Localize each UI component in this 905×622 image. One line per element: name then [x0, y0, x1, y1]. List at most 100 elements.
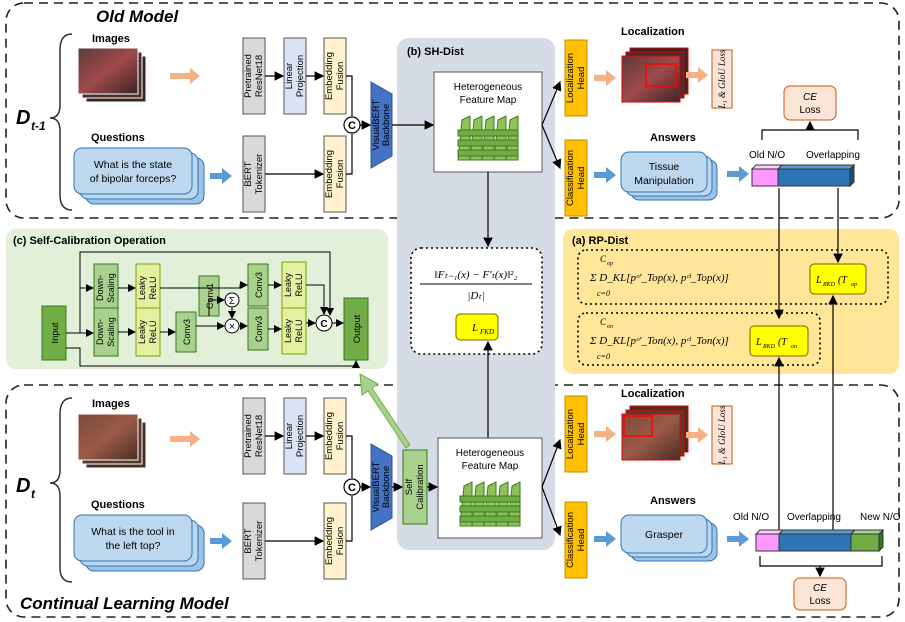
l-fkd-sub: FKD [479, 328, 494, 336]
loc-bbox-old [645, 63, 677, 87]
sc-leaky-4-l2: ReLU [294, 319, 304, 342]
overlapping-label-bottom: Overlapping [787, 512, 841, 523]
cls-head-old-l2: Head [576, 167, 587, 190]
bert-old-l1: BERT [243, 161, 254, 186]
sc-conv3-b-label: Conv3 [254, 272, 264, 298]
shdist-title: (b) SH-Dist [407, 46, 464, 58]
sum-upper-op: C [600, 254, 607, 264]
visualbert-new-l2: Backbone [381, 466, 392, 508]
answer-vector-old [750, 163, 856, 188]
visualbert-new-l1: VisualBERT [371, 461, 382, 512]
images-label-new: Images [92, 398, 130, 410]
old-no-label-top: Old N/O [749, 150, 785, 161]
sc-down-top-l2: Scaling [106, 273, 116, 303]
brace-old [49, 33, 73, 211]
loc-image-old [621, 55, 681, 103]
arrow-img-new [170, 431, 200, 447]
old-no-label-bottom: Old N/O [733, 512, 769, 523]
answers-label-old: Answers [650, 132, 696, 144]
resnet-old-l1: Pretrained [243, 54, 254, 98]
arrow-loc-loss-new [686, 427, 708, 443]
images-label-old: Images [92, 33, 130, 45]
answers-label-new: Answers [650, 495, 696, 507]
sc-leaky-4 [281, 307, 307, 355]
loc-bbox-new [623, 415, 653, 437]
answer-vector-new [754, 528, 885, 553]
sc-leaky-4-l1: Leaky [283, 318, 293, 343]
l-fkd-label: L [471, 322, 478, 334]
sc-output [343, 297, 369, 361]
sum-upper-on-sub: on [607, 324, 613, 330]
sum-lower-on: c=0 [597, 352, 610, 361]
embed-new-q-l1: Embedding [324, 517, 335, 565]
hfm-new-l2: Feature Map [462, 461, 519, 472]
localization-label-new: Localization [621, 388, 685, 400]
question-old-line1: What is the state [94, 159, 172, 171]
answer-new-text: Grasper [645, 529, 683, 541]
sc-leaky-2-l1: Leaky [137, 319, 147, 344]
l-rkd-on-label: L [755, 337, 762, 348]
sc-output-label: Output [352, 314, 363, 343]
line-embed-concat-old-top [346, 75, 353, 116]
feature-cubes-old [457, 115, 519, 161]
arrow-q-new [210, 533, 232, 549]
sc-mult-symbol: × [229, 321, 235, 333]
arrow-q-old [210, 168, 232, 184]
l-rkd-op-box [809, 263, 867, 295]
sc-input-label: Input [50, 322, 61, 343]
l1-giou-loss-new-label: L₁ & GIoU Loss [717, 405, 727, 465]
questions-label-old: Questions [91, 132, 145, 144]
sc-conv3-c-label: Conv3 [254, 316, 264, 342]
embed-new-img-l2: Fusion [335, 422, 346, 451]
linear-old-l2: Projection [295, 55, 306, 97]
answer-old-line1: Tissue [649, 161, 680, 173]
selfcalib-title: (c) Self-Calibration Operation [13, 235, 166, 247]
sc-concat-symbol: C [320, 319, 327, 330]
l-rkd-op-sub: RKD [822, 282, 836, 288]
linear-new-l1: Linear [284, 423, 295, 449]
sc-conv3-a-label: Conv3 [182, 319, 192, 345]
l1-giou-loss-old-label: L₁ & GIoU Loss [717, 49, 727, 109]
visualbert-old-l1: VisualBERT [371, 99, 382, 150]
answer-old-line2: Manipulation [634, 175, 694, 187]
l1-giou-loss-new [711, 405, 733, 465]
sc-down-top-l1: Down- [95, 275, 105, 301]
feature-cubes-new [459, 481, 521, 527]
arrow-img-old [170, 68, 200, 84]
rkd-op-box [577, 249, 889, 305]
arrow-cls-ans-new [594, 531, 616, 547]
image-new [77, 413, 139, 461]
hfm-old-l2: Feature Map [460, 95, 517, 106]
overlapping-label-top: Overlapping [806, 150, 860, 161]
ce-loss-new [793, 577, 847, 611]
hfm-old-l1: Heterogeneous [454, 82, 522, 93]
image-old [77, 47, 139, 95]
arrow-hfm-cls-old [541, 124, 562, 170]
bracket-ce-new [759, 556, 883, 567]
sc-down-bot-l1: Down- [95, 319, 105, 345]
resnet-old-l2: ResNet18 [254, 55, 265, 97]
question-old-line2: of bipolar forceps? [90, 173, 177, 185]
loc-head-old-l2: Head [576, 67, 587, 90]
old-model-title: Old Model [96, 7, 179, 26]
fkd-box [410, 247, 543, 355]
d-old-sub: t-1 [31, 119, 46, 133]
sc-down-bot-l2: Scaling [106, 317, 116, 347]
rkd-on-box [577, 312, 821, 366]
brace-new [49, 397, 73, 583]
d-new-sub: t [31, 487, 36, 501]
sum-lower-op: c=0 [597, 289, 610, 298]
visualbert-new [370, 443, 393, 531]
answer-box-old [620, 151, 708, 193]
embed-old-q-l2: Fusion [335, 160, 346, 189]
linear-new-l2: Projection [295, 415, 306, 457]
l-rkd-op-arg: (T [838, 275, 848, 286]
question-new-line1: What is the tool in [91, 526, 175, 538]
arrow-ans-vec-new [727, 531, 749, 547]
question-new-line2: the left top? [106, 540, 161, 552]
bracket-ce-old [761, 129, 859, 140]
localization-label-old: Localization [621, 26, 685, 38]
ce-loss-new-l1: CE [813, 583, 827, 594]
